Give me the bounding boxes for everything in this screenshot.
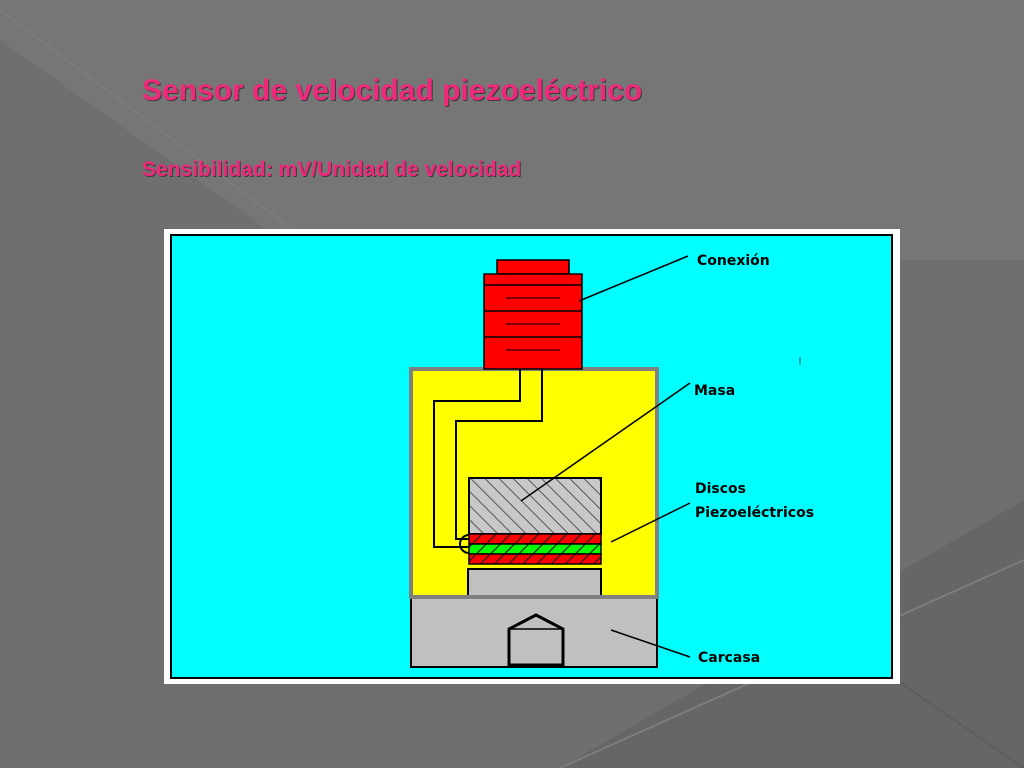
sensor-diagram: Conexión Masa Discos Piezoeléctricos Car… [164,229,900,684]
mass [468,477,602,535]
leader-discs [610,502,691,543]
piezo-discs [468,533,602,565]
wires [433,369,543,554]
housing [410,569,658,668]
connector [483,259,583,370]
leader-connection [578,255,689,302]
slide-title: Sensor de velocidad piezoeléctrico [142,74,643,107]
label-discs-line1: Discos [695,481,746,497]
label-discs-line2: Piezoeléctricos [695,505,814,521]
leader-housing [610,629,691,658]
label-mass: Masa [694,383,735,399]
label-connection: Conexión [697,253,770,269]
slide-subtitle: Sensibilidad: mV/Unidad de velocidad [142,158,522,181]
sensor-diagram-drawing: Conexión Masa Discos Piezoeléctricos Car… [170,234,893,679]
label-housing: Carcasa [698,650,760,666]
leader-mass [520,382,691,502]
